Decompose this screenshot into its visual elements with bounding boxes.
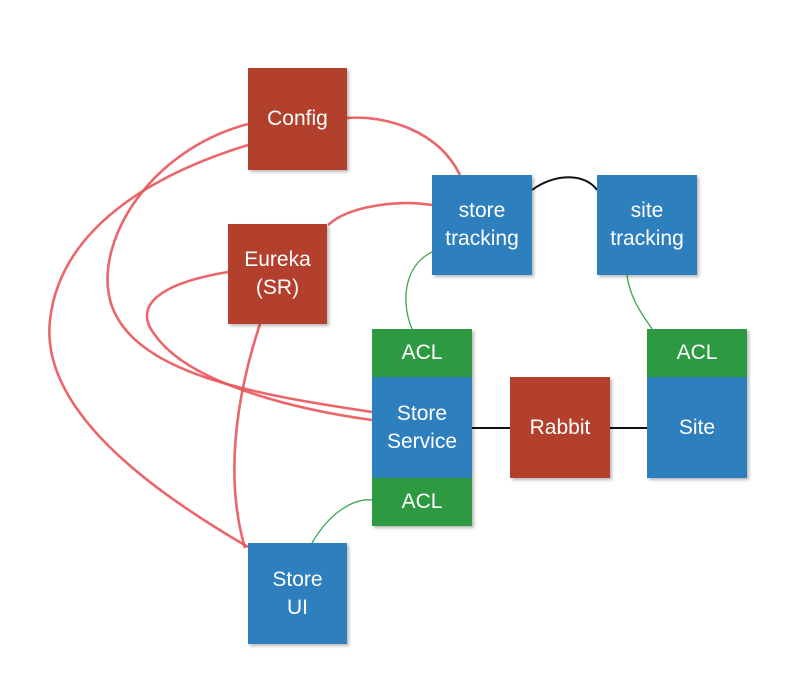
- edge-eureka-store-ui: [233, 323, 262, 549]
- edge-eureka-store-service: [145, 270, 373, 422]
- config-node[interactable]: Config: [248, 68, 347, 170]
- store-ui-node[interactable]: Store UI: [248, 543, 347, 644]
- site-tracking-node[interactable]: site tracking: [597, 175, 697, 275]
- edge-store-ui-acl: [311, 499, 373, 544]
- edge-eureka-store-tracking: [327, 201, 433, 226]
- acl-store-service-bottom-node[interactable]: ACL: [372, 478, 472, 526]
- acl-store-service-top-node[interactable]: ACL: [372, 329, 472, 377]
- edge-store-tracking-site-tracking: [531, 176, 598, 191]
- store-tracking-node[interactable]: store tracking: [432, 175, 532, 275]
- edge-store-tracking-acl: [405, 251, 433, 330]
- rabbit-node[interactable]: Rabbit: [510, 377, 610, 478]
- eureka-node[interactable]: Eureka (SR): [228, 224, 327, 324]
- store-service-node[interactable]: Store Service: [372, 377, 472, 478]
- edge-config-store-service: [106, 122, 373, 414]
- edge-config-store-ui: [48, 143, 249, 549]
- edge-config-store-tracking: [346, 116, 462, 176]
- acl-site-node[interactable]: ACL: [647, 329, 747, 377]
- site-node[interactable]: Site: [647, 377, 747, 478]
- edge-site-tracking-acl: [626, 274, 653, 330]
